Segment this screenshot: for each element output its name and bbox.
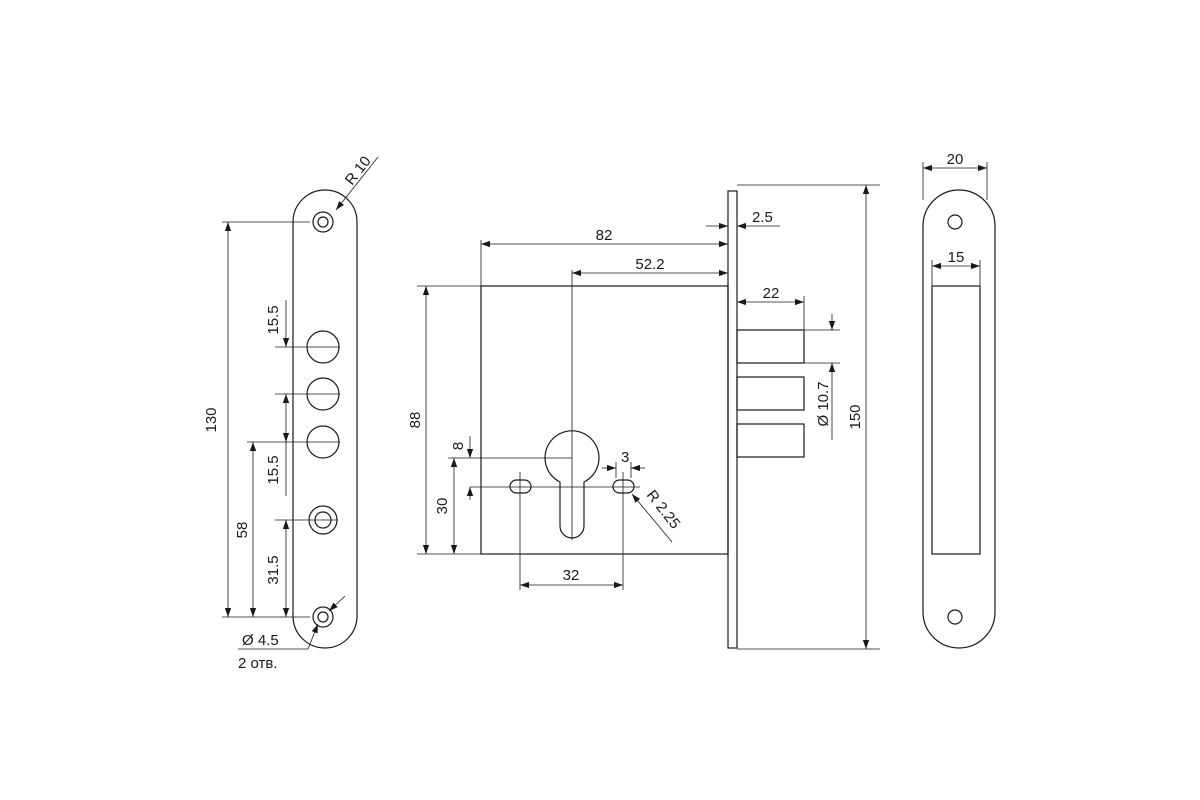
label-hole-diameter: Ø 4.5 [242, 632, 279, 649]
lock-body-case [480, 285, 729, 555]
strike-screw-hole-top [947, 214, 963, 230]
strike-plate-view: 20 15 [922, 151, 996, 649]
lock-axis-lines [417, 184, 880, 650]
label-8: 8 [450, 442, 467, 450]
label-58: 58 [234, 522, 251, 539]
label-88: 88 [407, 412, 424, 429]
leader-r2-25 [631, 493, 673, 543]
label-hole-count: 2 отв. [238, 655, 278, 672]
label-30: 30 [434, 498, 451, 515]
label-20: 20 [947, 151, 964, 168]
label-150: 150 [847, 404, 864, 429]
label-15-5-lower: 15.5 [265, 455, 282, 484]
strike-plate-outline [922, 189, 996, 649]
mounting-slot-left [509, 479, 532, 494]
label-31-5: 31.5 [265, 555, 282, 584]
label-82: 82 [596, 227, 613, 244]
leader-hole-diameter [238, 595, 346, 650]
label-52-2: 52.2 [635, 256, 664, 273]
label-r10: R 10 [342, 153, 375, 188]
leader-r10 [335, 156, 379, 211]
lock-body-view: 82 52.2 2.5 22 Ø 10.7 150 88 8 [407, 184, 880, 650]
label-3: 3 [621, 449, 629, 466]
bolt-3 [736, 423, 805, 458]
lock-front-plate [727, 190, 738, 649]
strike-plate-opening [931, 285, 981, 555]
label-r2-25: R 2.25 [643, 487, 684, 532]
label-2-5: 2.5 [752, 209, 773, 226]
strike-screw-hole-bottom [947, 609, 963, 625]
mounting-slot-right [612, 479, 635, 494]
label-15-5-upper: 15.5 [265, 305, 282, 334]
label-130: 130 [203, 407, 220, 432]
faceplate-outline [292, 189, 358, 649]
label-22: 22 [763, 285, 780, 302]
dim-line-3 [602, 462, 645, 478]
label-bolt-diameter: Ø 10.7 [815, 381, 832, 426]
bolt-2 [736, 376, 805, 411]
label-15: 15 [948, 249, 965, 266]
strike-extension-lines [922, 162, 988, 286]
bolt-1 [736, 329, 805, 364]
faceplate-view: 130 15.5 15.5 58 31.5 R 10 Ø 4.5 2 отв. [203, 153, 379, 672]
label-32: 32 [563, 567, 580, 584]
faceplate-screw-hole-top [312, 211, 334, 233]
faceplate-screw-hole-bottom [312, 606, 334, 628]
